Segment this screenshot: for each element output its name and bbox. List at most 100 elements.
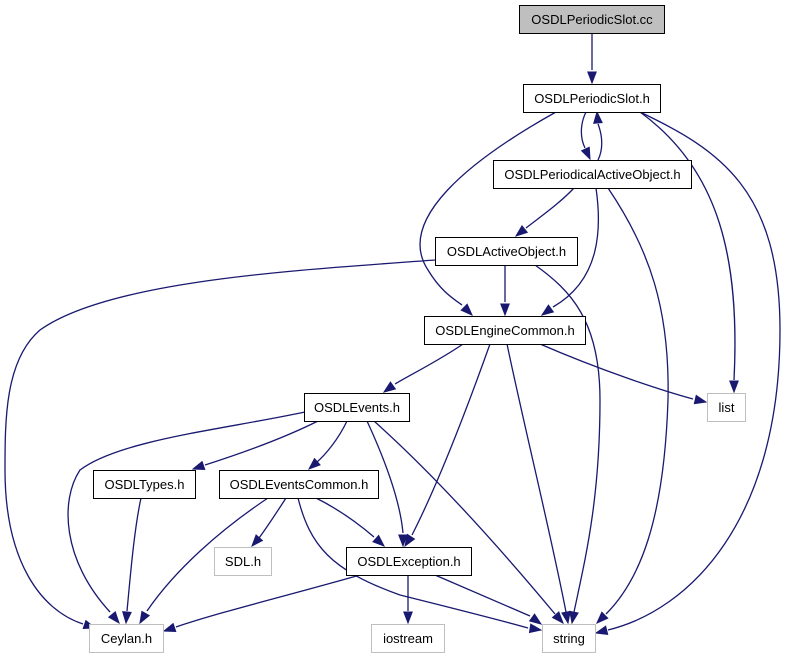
edge-arrowhead	[122, 611, 132, 625]
edge-periodic-slot-h-to-engine-common-h	[419, 111, 557, 316]
edge-types-h-to-ceylan-h	[122, 497, 142, 625]
edge-arrowhead	[500, 303, 510, 317]
edge-arrowhead	[587, 71, 597, 85]
node-label: OSDLTypes.h	[105, 477, 185, 492]
node-label: OSDLEvents.h	[314, 400, 400, 415]
edge-arrowhead	[307, 457, 321, 470]
edge-active-object-h-to-string	[534, 264, 601, 625]
edge-arrowhead	[693, 394, 708, 405]
edge-arrowhead	[382, 381, 397, 393]
node-label: OSDLPeriodicSlot.h	[534, 91, 650, 106]
edge-engine-common-h-to-exception-h	[404, 343, 491, 548]
edge-line	[639, 111, 736, 381]
edge-arrowhead	[580, 146, 591, 161]
nodes-layer: OSDLPeriodicSlot.ccOSDLPeriodicSlot.hOSD…	[89, 5, 746, 653]
edge-line	[126, 497, 142, 612]
edge-line	[373, 420, 556, 615]
edge-line	[258, 497, 287, 539]
edge-line	[4, 259, 436, 625]
node-active-object-h[interactable]: OSDLActiveObject.h	[435, 237, 578, 266]
node-box	[424, 316, 586, 345]
edge-periodic-slot-h-to-string	[594, 111, 781, 635]
edges-layer	[4, 33, 781, 635]
edge-line	[394, 343, 464, 385]
node-box	[93, 470, 196, 499]
edge-arrowhead	[403, 611, 413, 625]
edge-events-common-h-to-string	[297, 497, 543, 634]
edge-arrowhead	[404, 533, 416, 548]
node-events-h[interactable]: OSDLEvents.h	[304, 393, 410, 422]
node-periodic-slot-h[interactable]: OSDLPeriodicSlot.h	[523, 84, 661, 113]
edge-line	[411, 343, 491, 536]
edge-events-h-to-exception-h	[366, 420, 408, 548]
node-label: OSDLEventsCommon.h	[230, 477, 369, 492]
edge-line	[506, 343, 567, 613]
edge-line	[175, 574, 361, 628]
node-box	[493, 160, 692, 189]
edge-arrowhead	[162, 622, 177, 633]
node-periodical-active-object-h[interactable]: OSDLPeriodicalActiveObject.h	[493, 160, 692, 189]
edge-arrowhead	[107, 610, 120, 625]
node-ceylan-h[interactable]: Ceylan.h	[89, 624, 164, 653]
node-box	[542, 624, 596, 653]
edge-events-h-to-types-h	[191, 420, 319, 471]
node-engine-common-h[interactable]: OSDLEngineCommon.h	[424, 316, 586, 345]
edge-events-common-h-to-exception-h	[315, 497, 386, 547]
node-label: list	[719, 400, 735, 415]
edge-arrowhead	[460, 303, 473, 316]
edge-line	[534, 264, 601, 613]
edge-line	[605, 187, 669, 615]
edge-exception-h-to-string	[434, 574, 543, 625]
edge-periodical-active-object-h-to-periodic-slot-h	[593, 110, 603, 161]
edge-line	[580, 111, 587, 149]
edge-periodical-active-object-h-to-string	[596, 187, 669, 624]
node-box	[346, 547, 472, 576]
node-events-common-h[interactable]: OSDLEventsCommon.h	[219, 470, 379, 499]
edge-line	[525, 187, 575, 229]
node-list[interactable]: list	[707, 393, 746, 422]
node-label: OSDLActiveObject.h	[447, 244, 566, 259]
node-iostream[interactable]: iostream	[371, 624, 445, 653]
edge-line	[597, 123, 603, 161]
node-box	[89, 624, 164, 653]
node-label: OSDLEngineCommon.h	[435, 323, 574, 338]
edge-arrowhead	[251, 534, 264, 548]
edge-line	[204, 420, 319, 466]
edge-arrowhead	[596, 611, 609, 624]
node-box	[523, 84, 661, 113]
edge-line	[434, 574, 531, 617]
node-label: SDL.h	[225, 554, 261, 569]
edge-arrowhead	[594, 625, 609, 635]
node-box	[219, 470, 379, 499]
edge-arrowhead	[398, 534, 408, 548]
node-string[interactable]: string	[542, 624, 596, 653]
edge-arrowhead	[528, 613, 543, 625]
edge-periodical-active-object-h-to-active-object-h	[514, 187, 575, 237]
node-box	[707, 393, 746, 422]
node-sdl-h[interactable]: SDL.h	[214, 547, 272, 576]
edge-arrowhead	[561, 610, 571, 625]
node-types-h[interactable]: OSDLTypes.h	[93, 470, 196, 499]
edge-arrowhead	[540, 304, 555, 316]
edge-line	[539, 343, 694, 400]
edge-periodic-slot-h-to-list	[639, 111, 739, 394]
edge-line	[552, 187, 600, 308]
edge-line	[315, 497, 375, 538]
node-exception-h[interactable]: OSDLException.h	[346, 547, 472, 576]
edge-arrowhead	[528, 623, 543, 634]
edge-periodic-slot-h-to-periodical-active-object-h	[580, 111, 591, 161]
edge-line	[316, 420, 348, 463]
node-label: Ceylan.h	[101, 631, 152, 646]
node-periodic-slot-cc[interactable]: OSDLPeriodicSlot.cc	[519, 5, 665, 34]
edge-exception-h-to-ceylan-h	[162, 574, 361, 633]
edge-arrowhead	[191, 460, 206, 471]
node-box	[304, 393, 410, 422]
edge-line	[419, 111, 557, 306]
edge-events-h-to-string	[373, 420, 564, 625]
node-box	[519, 5, 665, 34]
edge-arrowhead	[372, 534, 386, 547]
edge-arrowhead	[729, 380, 739, 394]
node-label: OSDLPeriodicalActiveObject.h	[504, 167, 680, 182]
edge-arrowhead	[593, 110, 603, 124]
